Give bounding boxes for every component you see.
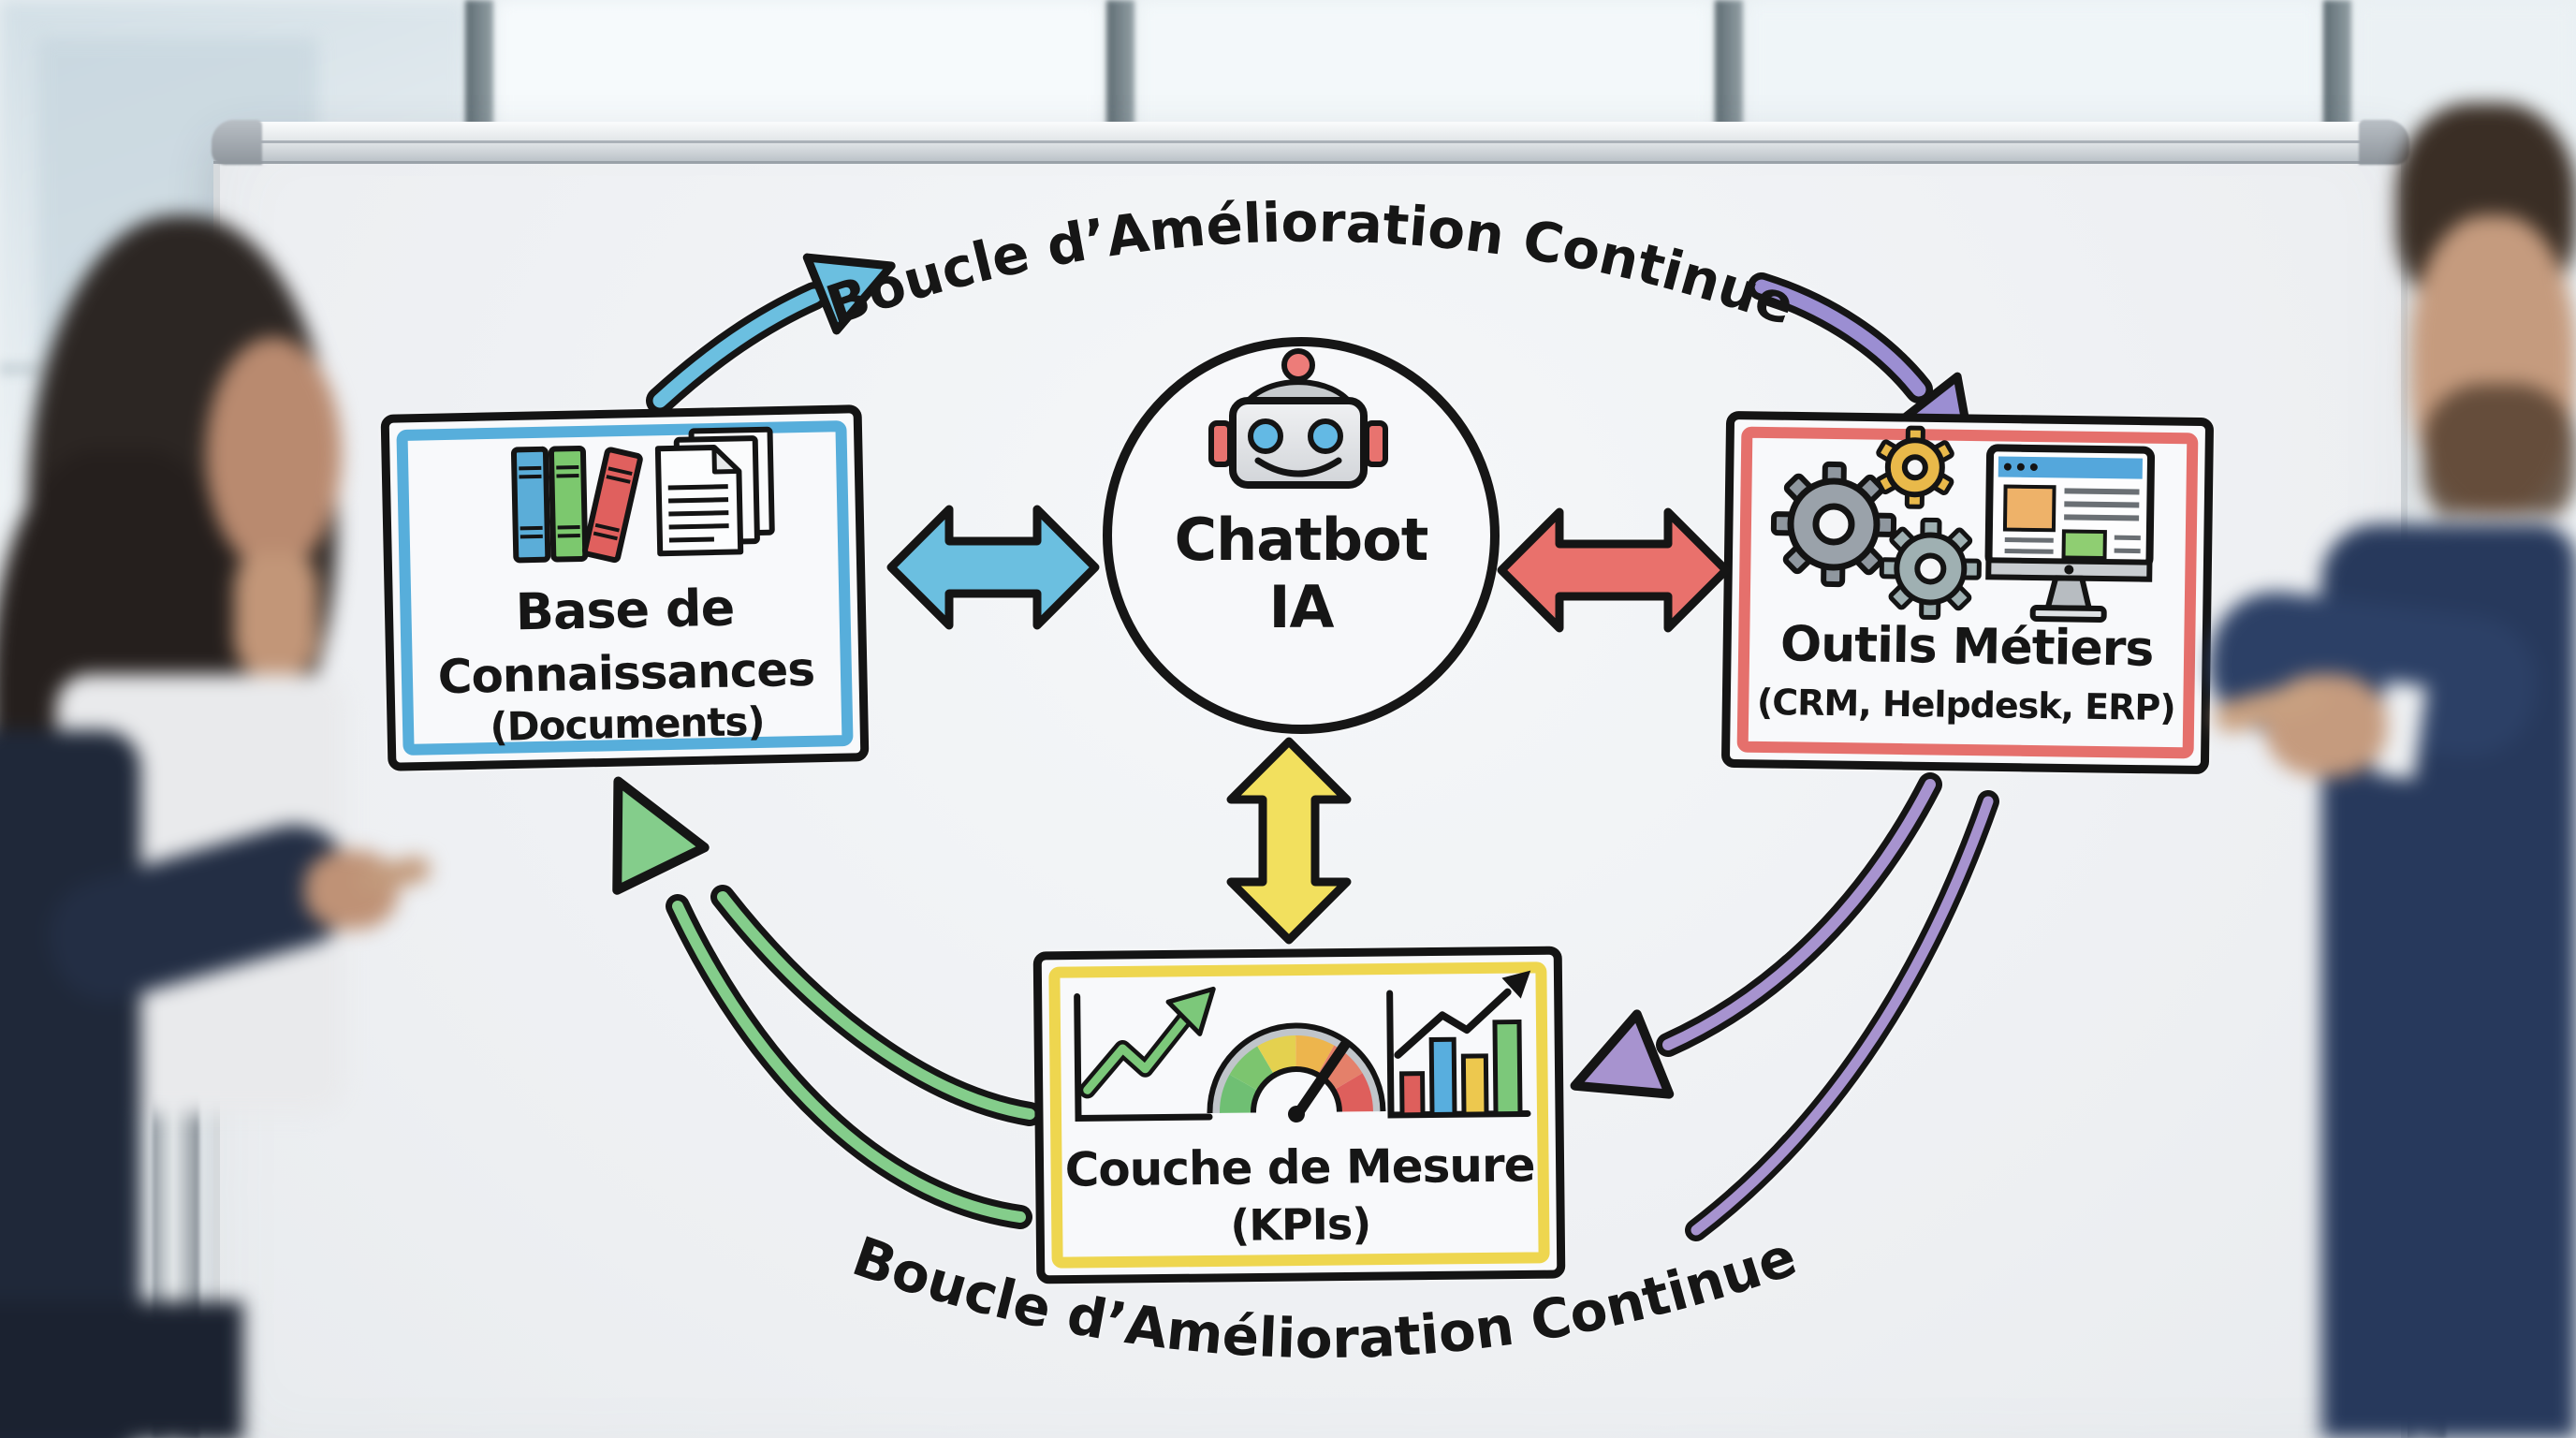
whiteboard-corner-cap: [212, 120, 262, 165]
person-left-skirt: [0, 1301, 243, 1438]
whiteboard-top-rail: [213, 122, 2394, 164]
person-right: [2202, 75, 2576, 1438]
person-left-face: [206, 337, 342, 571]
whiteboard-corner-cap: [2359, 120, 2409, 165]
whiteboard: [212, 120, 2409, 1438]
person-right-beard: [2422, 384, 2576, 534]
person-left-neck: [234, 552, 318, 674]
person-left: [0, 206, 459, 1438]
